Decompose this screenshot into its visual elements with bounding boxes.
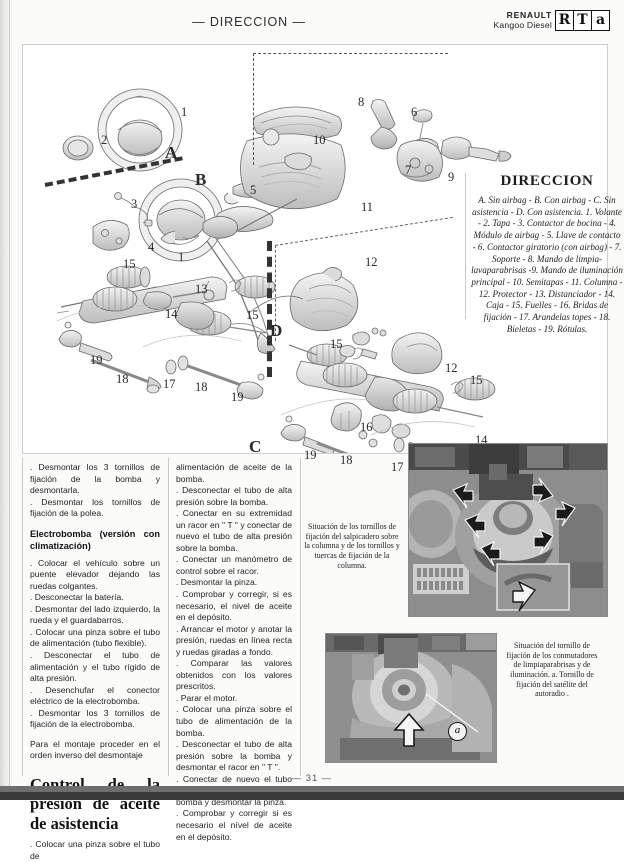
mid-item-6: . Arrancar el motor y anotar la presión,… <box>176 623 292 657</box>
callout-13-14: 13 <box>195 282 208 296</box>
mid-item-10: . Desconectar el tubo de alta presión so… <box>176 739 292 773</box>
left-item-5: . Colocar una pinza sobre el tubo de ali… <box>30 626 160 649</box>
legend-block: DIRECCION A. Sin airbag - B. Con airbag … <box>471 173 623 336</box>
left-item-4: . Desmontar del lado izquierdo, la rueda… <box>30 603 160 626</box>
legend-divider <box>465 173 466 319</box>
mid-item-3: . Conectar un manómetro de control sobre… <box>176 554 292 576</box>
callout-19-17: 19 <box>90 353 103 367</box>
left-item-0: . Desmontar los 3 tornillos de fijación … <box>30 462 160 496</box>
callout-19-27: 19 <box>304 448 317 462</box>
photo-1-content <box>409 444 607 616</box>
steering-exploded-drawing <box>56 88 512 453</box>
callout-17-29: 17 <box>391 460 404 474</box>
callout-11-11: 11 <box>361 200 374 214</box>
callout-3-2: 3 <box>131 197 138 211</box>
column-rule-right <box>300 458 301 776</box>
callout-17-19: 17 <box>163 377 176 391</box>
callout-5-5: 5 <box>250 183 257 197</box>
scan-gutter-line <box>9 0 10 800</box>
legend-body: A. Sin airbag - B. Con airbag - C. Sin a… <box>471 195 623 334</box>
photo-2-marker-a: a <box>448 722 467 741</box>
callout-16-25: 16 <box>360 420 373 434</box>
callout-15-24: 15 <box>470 373 483 387</box>
section-letter-a: A <box>165 143 178 162</box>
mid-item-5: . Comprobar y corregir, si es necesario,… <box>176 589 292 623</box>
text-column-mid: alimentación de aceite de la bomba. . De… <box>176 462 292 843</box>
rta-logo: R T a <box>555 10 610 31</box>
callout-15-22: 15 <box>330 337 343 351</box>
brand-name: RENAULT <box>506 10 552 20</box>
left-note: Para el montaje proceder en el orden inv… <box>30 738 160 761</box>
mid-item-8: . Parar el motor. <box>176 692 238 703</box>
mid-item-4: . Desmontar la pinza. <box>176 577 258 588</box>
callout-18-20: 18 <box>195 380 208 394</box>
callout-15-13: 15 <box>123 257 136 271</box>
left-subheading: Electrobomba (versión con climatización) <box>30 528 160 551</box>
left-item-6: . Desconectar el tubo de alimentación y … <box>30 650 160 684</box>
text-column-left: . Desmontar los 3 tornillos de fijación … <box>30 462 160 862</box>
callout-12-23: 12 <box>445 361 458 375</box>
left-heading: Control de la presión de aceite de asist… <box>30 774 160 833</box>
scan-gutter <box>0 0 14 800</box>
photo-2-content <box>326 634 496 762</box>
left-item-9: . Colocar una pinza sobre el tubo de <box>30 839 160 861</box>
photo-steering-column <box>408 443 608 617</box>
page-title: — DIRECCION — <box>192 15 306 29</box>
scan-edge-light <box>0 786 624 792</box>
photo-2-caption: Situación del tornillo de fijación de lo… <box>506 641 598 699</box>
callout-9-10: 9 <box>448 170 455 184</box>
divider-c-d <box>267 241 272 377</box>
left-item-1: . Desmontar los tornillos de fijación de… <box>30 496 160 519</box>
divider-vertical-top <box>253 53 254 165</box>
rta-letter-r: R <box>556 11 574 30</box>
rta-letter-a: a <box>592 11 609 30</box>
scan-edge-dark <box>0 792 624 800</box>
brand-block: RENAULT Kangoo Diesel <box>493 10 553 30</box>
callout-18-28: 18 <box>340 453 353 467</box>
mid-item-1: . Desconectar el tubo de alta presión so… <box>176 485 292 507</box>
section-letter-c: C <box>249 437 262 456</box>
column-rule-mid <box>168 458 169 776</box>
callout-19-21: 19 <box>231 390 244 404</box>
callout-2-1: 2 <box>101 133 108 147</box>
callout-7-9: 7 <box>405 163 412 177</box>
mid-item-12: . Comprobar y corregir si es necesario e… <box>176 808 292 842</box>
column-rule-left <box>22 458 23 776</box>
brand-model: Kangoo Diesel <box>493 19 552 30</box>
callout-6-7: 6 <box>411 105 418 119</box>
callout-15-16: 15 <box>246 308 259 322</box>
photo-1-caption: Situación de los tornillos de fijación d… <box>304 522 400 570</box>
left-item-8: . Desmontar los 3 tornillos de fijación … <box>30 707 160 730</box>
page-header: — DIRECCION — RENAULT Kangoo Diesel R T … <box>14 8 610 42</box>
mid-item-2: . Conectar en su extremidad un racor en … <box>176 508 292 553</box>
divider-vertical-lower <box>275 245 276 341</box>
mid-item-7: . Comparar las valores obtenidos con los… <box>176 658 292 692</box>
callout-18-18: 18 <box>116 372 129 386</box>
divider-horizontal-top <box>253 53 448 54</box>
callout-1-4: 1 <box>178 250 185 264</box>
page-number: — 31 — <box>291 772 333 783</box>
rta-letter-t: T <box>574 11 592 30</box>
left-item-3: . Desconectar la batería. <box>30 592 124 603</box>
legend-title: DIRECCION <box>500 173 594 189</box>
mid-item-0: alimentación de aceite de la bomba. <box>176 462 292 484</box>
callout-1-0: 1 <box>181 105 188 119</box>
callout-14-15: 14 <box>165 307 178 321</box>
section-letter-b: B <box>195 170 207 189</box>
callout-8-6: 8 <box>358 95 365 109</box>
callout-10-8: 10 <box>313 133 326 147</box>
section-letter-d: D <box>270 321 283 340</box>
mid-item-9: . Colocar una pinza sobre el tubo de ali… <box>176 704 292 738</box>
left-item-7: . Desenchufar el conector eléctrico de l… <box>30 684 160 707</box>
left-item-2: . Colocar el vehículo sobre un puente el… <box>30 557 160 591</box>
callout-4-3: 4 <box>148 240 155 254</box>
callout-12-12: 12 <box>365 255 378 269</box>
photo-switch-fixing <box>325 633 497 763</box>
